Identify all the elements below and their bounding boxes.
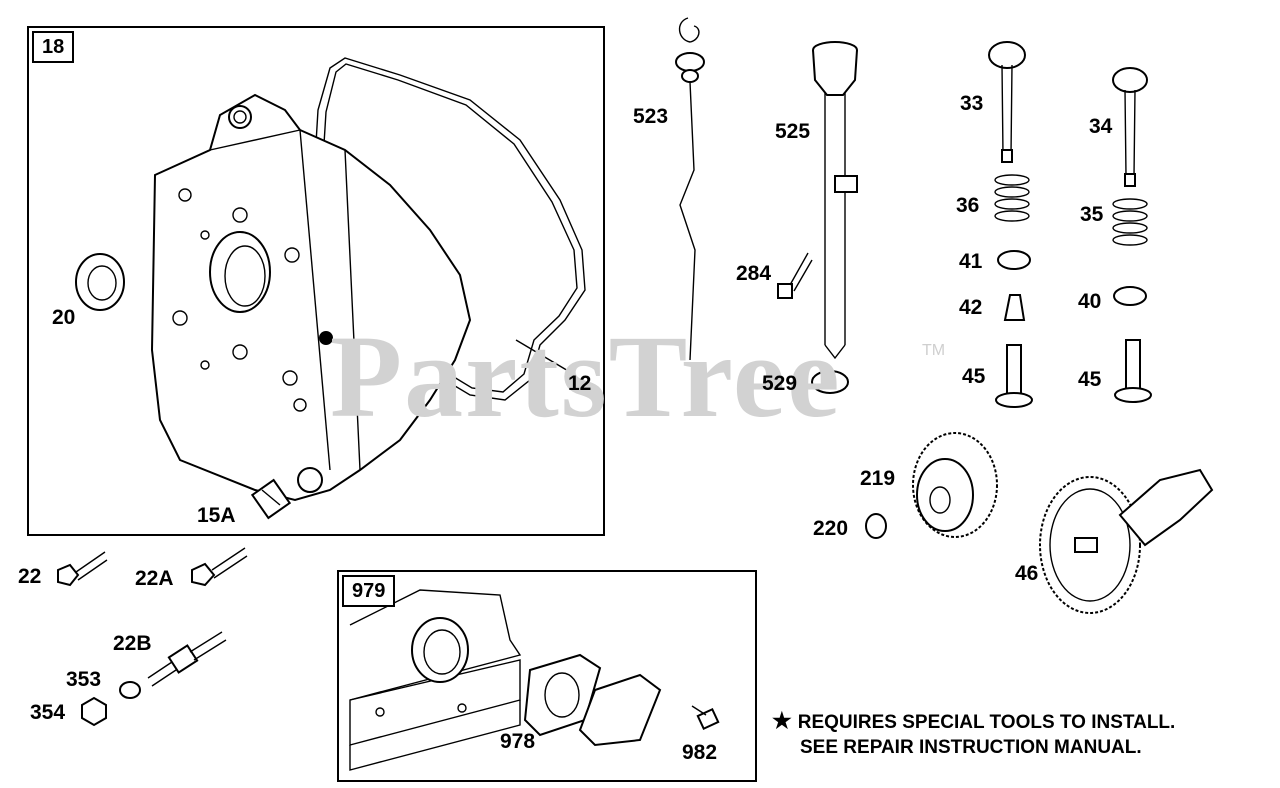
- cylinder-block: [349, 589, 522, 771]
- cover-plate: [578, 673, 662, 747]
- part-label-22: 22: [18, 565, 42, 588]
- stud-22b: [147, 631, 227, 687]
- washer-353: [119, 681, 141, 699]
- part-label-525: 525: [775, 120, 811, 143]
- part-label-978: 978: [500, 730, 536, 753]
- part-label-41: 41: [959, 250, 983, 273]
- spring-36: [994, 174, 1030, 222]
- keeper-42: [1003, 294, 1026, 321]
- part-label-284: 284: [736, 262, 772, 285]
- note-line-1: REQUIRES SPECIAL TOOLS TO INSTALL.: [797, 712, 1176, 733]
- screw-284: [777, 252, 813, 299]
- part-label-219: 219: [860, 467, 896, 490]
- grommet-529: [811, 370, 849, 394]
- inset-box: [337, 570, 757, 782]
- gear-219: [912, 432, 998, 538]
- part-label-982: 982: [682, 741, 718, 764]
- note-line-2: SEE REPAIR INSTRUCTION MANUAL.: [800, 737, 1142, 759]
- part-label-45-left: 45: [962, 365, 986, 388]
- nut-354: [81, 696, 107, 727]
- part-label-12: 12: [568, 372, 592, 395]
- camshaft-46: [1039, 468, 1214, 614]
- crankcase-cover-box: [27, 26, 605, 536]
- screw-982: [691, 705, 720, 731]
- lifter-45-right: [1114, 339, 1152, 403]
- crankcase-cover: [150, 93, 472, 502]
- dipstick: [675, 17, 705, 361]
- part-label-20: 20: [52, 306, 76, 329]
- part-label-220: 220: [813, 517, 849, 540]
- valve-33: [988, 41, 1026, 163]
- valve-34: [1112, 67, 1148, 187]
- part-label-529: 529: [762, 372, 798, 395]
- part-label-22a: 22A: [135, 567, 174, 590]
- watermark: PartsTree: [330, 311, 842, 442]
- part-label-22b: 22B: [113, 632, 152, 655]
- part-label-353: 353: [66, 668, 102, 691]
- part-label-45-right: 45: [1078, 368, 1102, 391]
- bolt-22a: [191, 547, 248, 587]
- part-label-15a: 15A: [197, 504, 236, 527]
- oil-seal: [75, 253, 125, 311]
- part-label-354: 354: [30, 701, 66, 724]
- part-label-40: 40: [1078, 290, 1102, 313]
- part-label-33: 33: [960, 92, 984, 115]
- box-label-979: 979: [342, 575, 396, 607]
- star-icon: ★: [772, 708, 792, 733]
- part-label-46: 46: [1015, 562, 1039, 585]
- trademark-mark: TM: [922, 342, 946, 359]
- bolt-22: [57, 551, 108, 587]
- plug-15a: [250, 478, 292, 520]
- special-tools-note: ★REQUIRES SPECIAL TOOLS TO INSTALL. SEE …: [772, 706, 1175, 761]
- lifter-45-left: [995, 344, 1033, 408]
- part-label-34: 34: [1089, 115, 1113, 138]
- dipstick-tube: [812, 41, 858, 360]
- part-label-36: 36: [956, 194, 980, 217]
- retainer-40: [1113, 286, 1147, 306]
- box-label-18: 18: [32, 31, 75, 63]
- part-label-35: 35: [1080, 203, 1104, 226]
- retainer-41: [997, 250, 1031, 270]
- part-label-523: 523: [633, 105, 669, 128]
- washer-220: [865, 513, 887, 539]
- spring-35: [1112, 198, 1148, 246]
- part-label-42: 42: [959, 296, 983, 319]
